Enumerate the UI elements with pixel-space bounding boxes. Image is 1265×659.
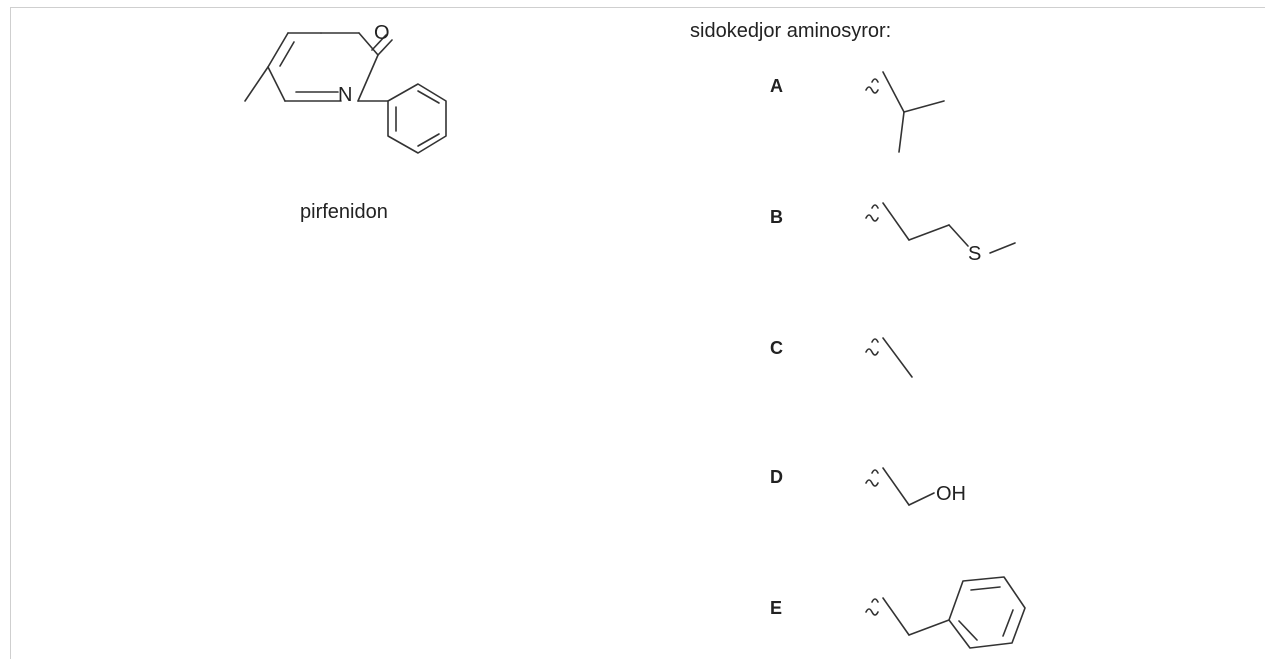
content-frame [10, 7, 1265, 659]
option-b-letter: B [770, 207, 783, 227]
side-chain-e [865, 576, 1026, 649]
oxygen-atom-label: O [374, 22, 390, 44]
nitrogen-atom-label: N [338, 84, 353, 106]
phenyl-ring [357, 83, 447, 154]
option-d-letter: D [770, 467, 783, 487]
sulfur-atom-label: S [968, 243, 982, 265]
side-chain-a [865, 71, 945, 153]
pyridinone-ring [267, 32, 379, 102]
side-chain-b [865, 202, 1016, 254]
side-chain-c [865, 337, 913, 378]
hydroxyl-label: OH [936, 483, 966, 505]
option-c-letter: C [770, 338, 783, 358]
methyl-bond [244, 66, 269, 102]
carbonyl-bond [371, 34, 393, 56]
compound-name: pirfenidon [300, 201, 388, 223]
option-e-letter: E [770, 598, 783, 618]
side-chain-d [865, 467, 935, 506]
option-a-letter: A [770, 76, 783, 96]
side-chains-header: sidokedjor aminosyror: [690, 20, 892, 42]
